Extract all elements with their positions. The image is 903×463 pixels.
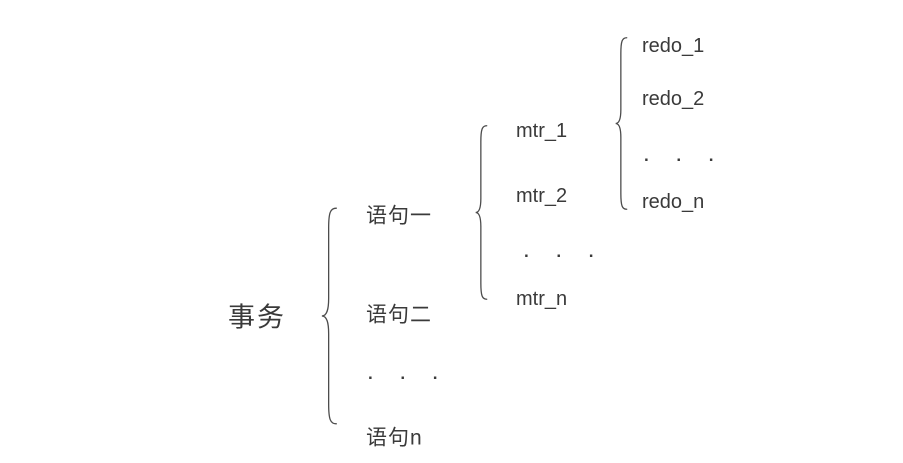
- mtr-item-2: mtr_2: [516, 185, 568, 207]
- mtr-item-n: mtr_n: [516, 288, 568, 310]
- transaction-label: 事务: [228, 302, 286, 333]
- redo-item-n: redo_n: [642, 191, 705, 213]
- redo-item-1: redo_1: [642, 35, 705, 57]
- statement-item-1: 语句一: [366, 204, 432, 228]
- statement-item-2: 语句二: [366, 303, 432, 327]
- mtr-item-1: mtr_1: [516, 120, 568, 142]
- statements-ellipsis: · · ·: [368, 368, 450, 388]
- redos-ellipsis: · · ·: [644, 150, 726, 170]
- mtrs-brace-icon: [475, 124, 488, 301]
- statements-brace-icon: [321, 206, 338, 426]
- statement-item-n: 语句n: [366, 426, 423, 450]
- mtrs-ellipsis: · · ·: [524, 246, 606, 266]
- redos-brace-icon: [615, 36, 628, 211]
- redo-item-2: redo_2: [642, 88, 705, 110]
